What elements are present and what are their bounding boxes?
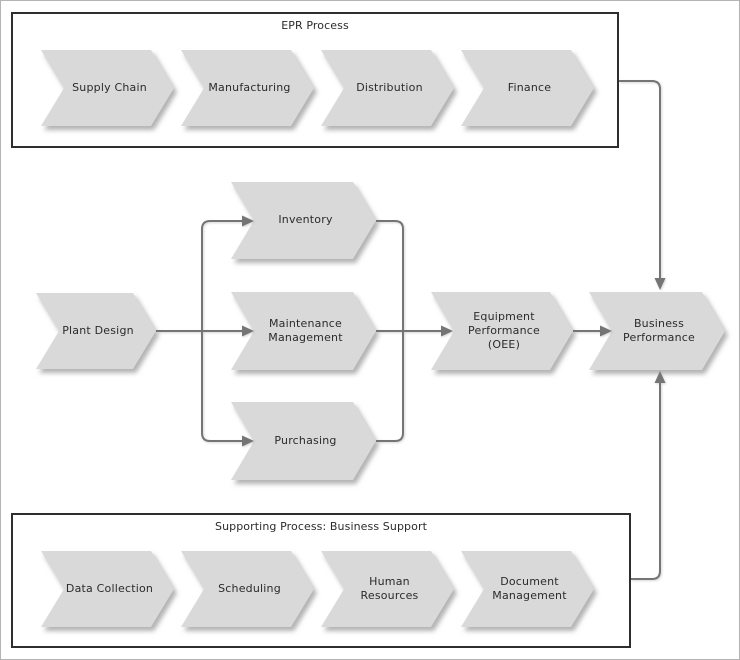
step-supply-chain: Supply Chain: [41, 50, 174, 126]
arrowhead-up-to-business: [654, 371, 666, 383]
connector-purchasing-merge: [376, 331, 404, 442]
chevron-shape: [231, 402, 376, 480]
connector-inventory-merge: [376, 220, 404, 331]
chevron-shape: [431, 292, 573, 370]
step-label: Inventory: [278, 213, 333, 227]
step-purchasing: Purchasing: [231, 402, 376, 480]
step-label: Scheduling: [218, 581, 281, 595]
supporting-process-group-title: Supporting Process: Business Support: [214, 520, 427, 533]
step-maintenance-management: Maintenance Management: [231, 292, 376, 370]
step-scheduling: Scheduling: [181, 551, 314, 627]
epr-process-group-title: EPR Process: [281, 19, 349, 32]
chevron-shape: [231, 182, 376, 259]
supporting-process-group-box: Supporting Process: Business Support: [11, 513, 631, 648]
step-label: Business Performance: [623, 316, 695, 344]
step-label: Supply Chain: [72, 80, 147, 94]
step-inventory: Inventory: [231, 182, 376, 259]
chevron-shape: [231, 292, 376, 370]
step-human-resources: Human Resources: [321, 551, 454, 627]
step-label: Data Collection: [65, 581, 154, 595]
step-label: Plant Design: [62, 323, 134, 337]
step-label: Human Resources: [360, 574, 419, 602]
step-manufacturing: Manufacturing: [181, 50, 314, 126]
step-label: Distribution: [356, 80, 423, 94]
step-distribution: Distribution: [321, 50, 454, 126]
step-plant-design: Plant Design: [36, 293, 156, 369]
epr-process-group-box: EPR Process: [11, 12, 619, 148]
connector-epr-to-business: [619, 80, 661, 278]
step-label: Maintenance Management: [268, 316, 343, 344]
step-finance: Finance: [461, 50, 594, 126]
step-data-collection: Data Collection: [41, 551, 174, 627]
step-label: Manufacturing: [208, 80, 291, 94]
step-business-performance: Business Performance: [589, 292, 725, 370]
step-document-management: Document Management: [461, 551, 594, 627]
step-equipment-performance: Equipment Performance (OEE): [431, 292, 573, 370]
step-label: Finance: [507, 80, 552, 94]
step-label: Equipment Performance (OEE): [468, 309, 540, 352]
connector-support-to-business: [631, 383, 661, 580]
arrowhead-down-to-business: [654, 278, 666, 290]
step-label: Purchasing: [274, 433, 337, 447]
step-label: Document Management: [492, 574, 567, 602]
